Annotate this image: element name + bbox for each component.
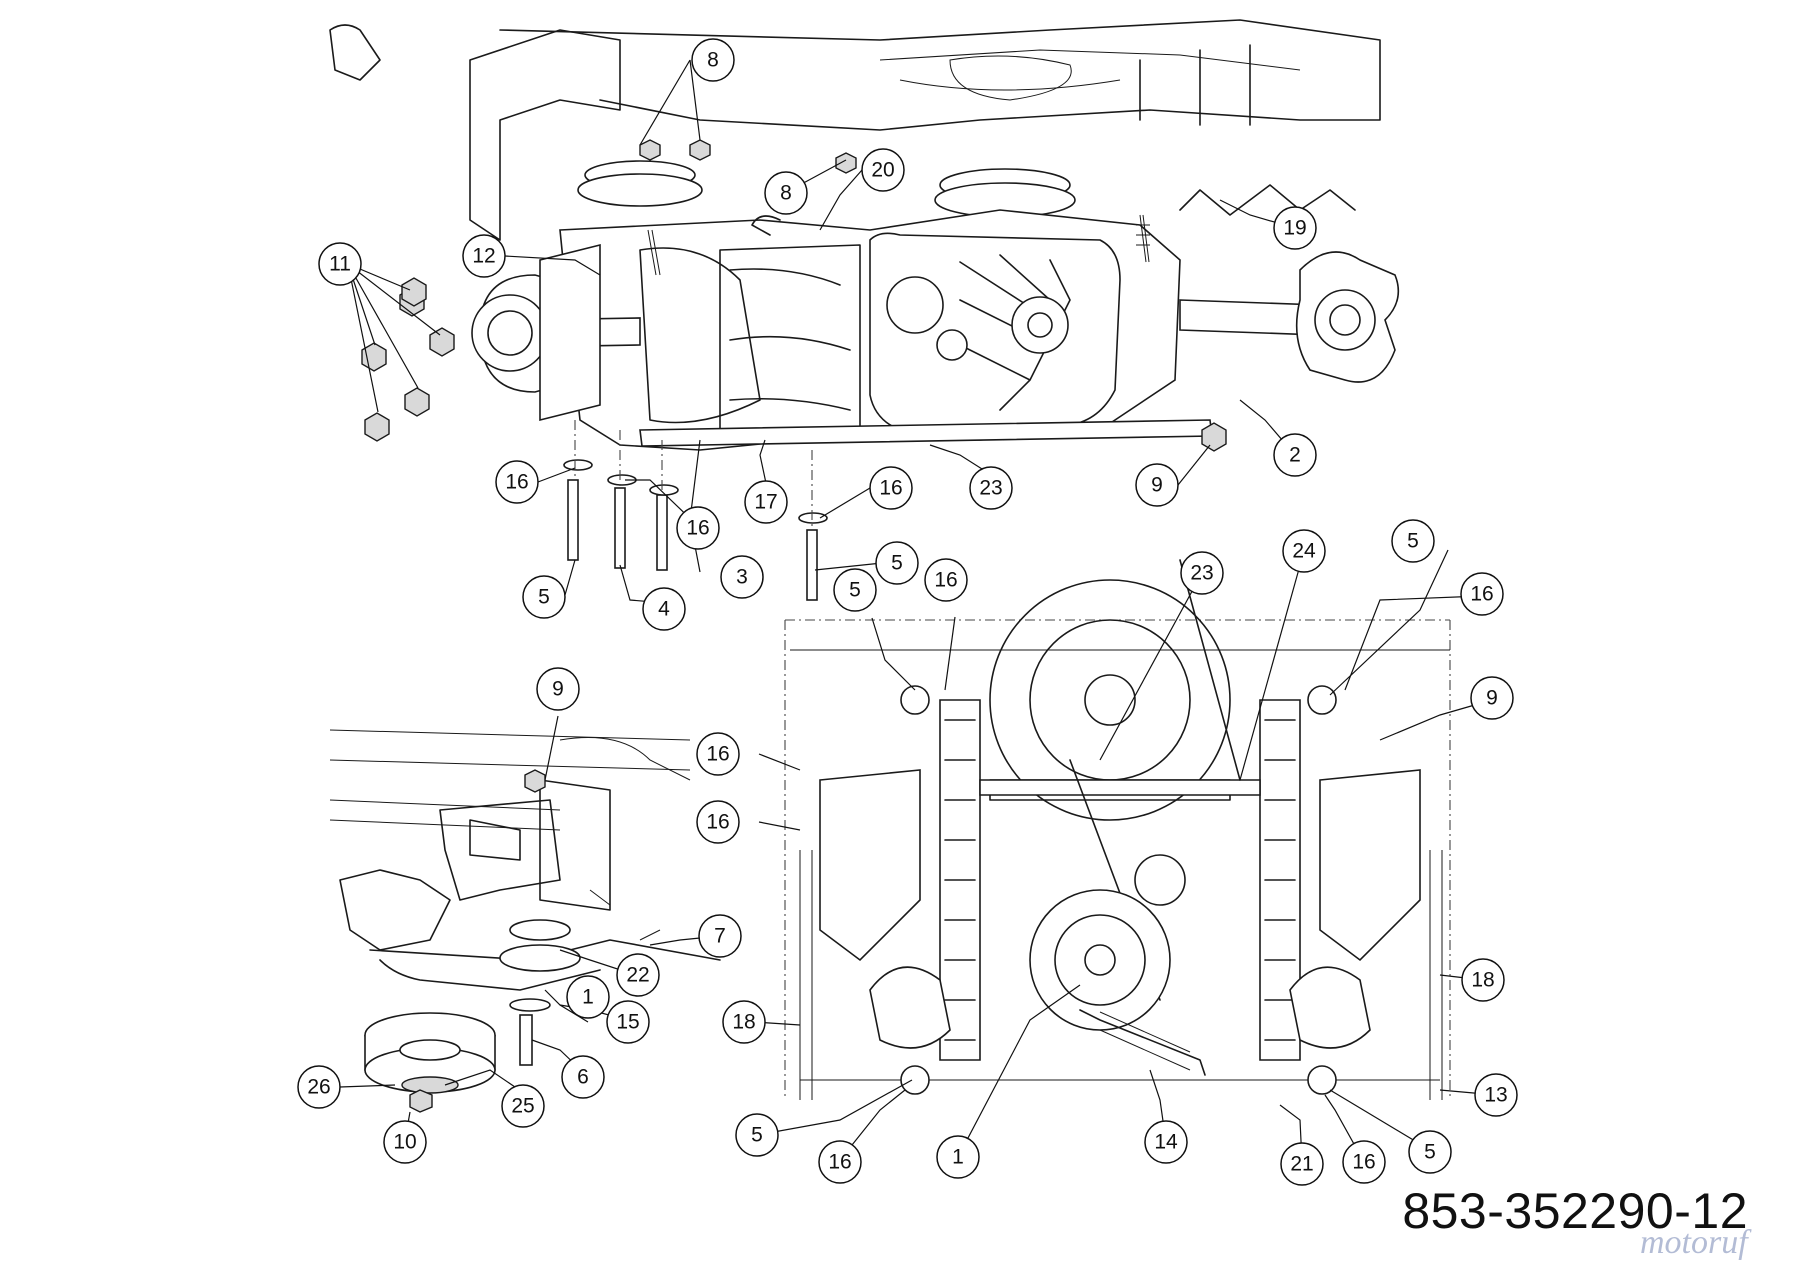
svg-text:11: 11 [329, 253, 351, 276]
svg-text:23: 23 [1190, 562, 1213, 585]
callout: 5 [522, 575, 566, 619]
leader-lines [339, 59, 1497, 1163]
callout: 16 [495, 460, 539, 504]
svg-text:4: 4 [658, 598, 670, 621]
callout: 17 [744, 480, 788, 524]
svg-text:8: 8 [780, 182, 792, 205]
callout: 9 [1470, 676, 1514, 720]
svg-text:21: 21 [1290, 1153, 1313, 1176]
callout: 11 [318, 242, 362, 286]
svg-text:16: 16 [934, 569, 957, 592]
callout: 9 [1135, 463, 1179, 507]
callout: 5 [735, 1113, 779, 1157]
callout: 12 [462, 234, 506, 278]
callout: 1 [936, 1135, 980, 1179]
callout: 5 [875, 541, 919, 585]
svg-text:18: 18 [1471, 969, 1494, 992]
callout: 10 [383, 1120, 427, 1164]
svg-text:5: 5 [1424, 1141, 1436, 1164]
callout: 16 [818, 1140, 862, 1184]
callout: 18 [1461, 958, 1505, 1002]
callout: 8 [764, 171, 808, 215]
callout: 16 [924, 558, 968, 602]
svg-text:14: 14 [1154, 1131, 1178, 1154]
svg-text:16: 16 [706, 743, 729, 766]
callout: 20 [861, 148, 905, 192]
svg-text:17: 17 [754, 491, 777, 514]
installed-view-drawing [784, 559, 1451, 1100]
callout: 22 [616, 953, 660, 997]
svg-text:9: 9 [1151, 474, 1163, 497]
callout: 24 [1282, 529, 1326, 573]
svg-text:15: 15 [616, 1011, 639, 1034]
svg-text:6: 6 [577, 1066, 589, 1089]
callout: 2 [1273, 433, 1317, 477]
svg-text:23: 23 [979, 477, 1002, 500]
svg-text:16: 16 [828, 1151, 851, 1174]
svg-text:9: 9 [1486, 687, 1498, 710]
callout: 7 [698, 914, 742, 958]
callout: 21 [1280, 1142, 1324, 1186]
callout: 1 [566, 975, 610, 1019]
svg-text:16: 16 [686, 517, 709, 540]
svg-text:8: 8 [707, 49, 719, 72]
callout: 13 [1474, 1073, 1518, 1117]
callout: 25 [501, 1084, 545, 1128]
svg-text:16: 16 [706, 811, 729, 834]
svg-text:18: 18 [732, 1011, 755, 1034]
svg-text:24: 24 [1292, 540, 1316, 563]
svg-text:10: 10 [393, 1131, 416, 1154]
svg-text:12: 12 [472, 245, 495, 268]
callout: 19 [1273, 206, 1317, 250]
svg-text:5: 5 [751, 1124, 763, 1147]
svg-text:16: 16 [505, 471, 528, 494]
diagram-part-number: 853-352290-12 [1402, 1183, 1748, 1239]
callout: 4 [642, 587, 686, 631]
svg-text:9: 9 [552, 678, 564, 701]
callout: 16 [696, 800, 740, 844]
callout: 18 [722, 1000, 766, 1044]
svg-text:1: 1 [952, 1146, 964, 1169]
callout: 3 [720, 555, 764, 599]
svg-text:5: 5 [1407, 530, 1419, 553]
svg-text:2: 2 [1289, 444, 1301, 467]
svg-text:16: 16 [1470, 583, 1493, 606]
watermark-logo: motoruf [1640, 1224, 1748, 1261]
callout: 23 [969, 466, 1013, 510]
callout: 23 [1180, 551, 1224, 595]
svg-text:3: 3 [736, 566, 748, 589]
callout: 16 [1342, 1140, 1386, 1184]
idler-pulley-drawing [329, 729, 721, 1113]
callout: 16 [869, 466, 913, 510]
svg-text:16: 16 [879, 477, 902, 500]
callout: 15 [606, 1000, 650, 1044]
callout: 5 [1408, 1130, 1452, 1174]
svg-text:5: 5 [538, 586, 550, 609]
callout: 16 [696, 732, 740, 776]
svg-text:19: 19 [1283, 217, 1306, 240]
svg-text:20: 20 [871, 159, 894, 182]
callout: 14 [1144, 1120, 1188, 1164]
callout: 9 [536, 667, 580, 711]
svg-text:25: 25 [511, 1095, 534, 1118]
callout: 5 [833, 568, 877, 612]
callout: 6 [561, 1055, 605, 1099]
svg-text:1: 1 [582, 986, 594, 1009]
svg-text:16: 16 [1352, 1151, 1375, 1174]
transaxle-assembly-drawing [329, 19, 1400, 601]
callout: 26 [297, 1065, 341, 1109]
callout: 5 [1391, 519, 1435, 563]
svg-text:5: 5 [849, 579, 861, 602]
callout: 16 [676, 506, 720, 550]
callout: 16 [1460, 572, 1504, 616]
svg-text:13: 13 [1484, 1084, 1507, 1107]
svg-text:7: 7 [714, 925, 726, 948]
callout: 8 [691, 38, 735, 82]
svg-text:5: 5 [891, 552, 903, 575]
svg-text:26: 26 [307, 1076, 330, 1099]
svg-text:22: 22 [626, 964, 649, 987]
